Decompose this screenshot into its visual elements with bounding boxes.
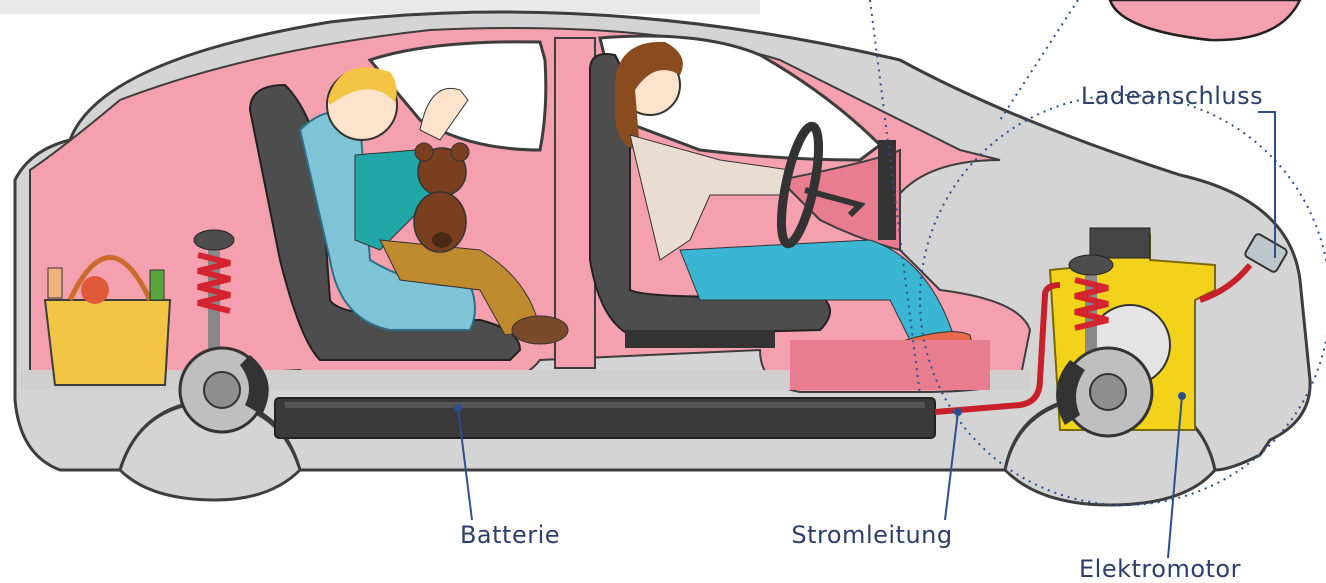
front-suspension — [1068, 254, 1114, 370]
label-power-line: Stromleitung — [791, 521, 952, 549]
charging-port — [1244, 233, 1288, 273]
power-line-leader — [944, 411, 959, 521]
teddy-bear — [413, 142, 470, 253]
dash-panel — [878, 140, 896, 240]
detail-guide-right — [999, 0, 1079, 121]
label-battery: Batterie — [460, 521, 560, 549]
motor-leader — [1167, 395, 1183, 559]
driver-seat — [589, 53, 831, 348]
b-pillar — [554, 37, 596, 369]
rear-wheel-well — [118, 400, 302, 502]
steering-wheel — [776, 121, 866, 249]
shopping-basket — [43, 255, 172, 386]
battery-leader — [457, 407, 473, 521]
charging-cable — [1199, 263, 1253, 303]
label-electric-motor: Elektromotor — [1079, 555, 1241, 583]
top-shadow — [0, 0, 760, 14]
detail-bubble — [1108, 0, 1302, 42]
floor — [20, 370, 1030, 390]
front-brake-disc — [1056, 346, 1154, 438]
charging-port-leader — [1258, 111, 1276, 258]
label-charging-port: Ladeanschluss — [1081, 82, 1263, 110]
footwell — [790, 340, 990, 390]
rear-suspension — [193, 229, 235, 350]
rear-brake-disc — [178, 346, 269, 434]
power-cable — [934, 282, 1061, 415]
